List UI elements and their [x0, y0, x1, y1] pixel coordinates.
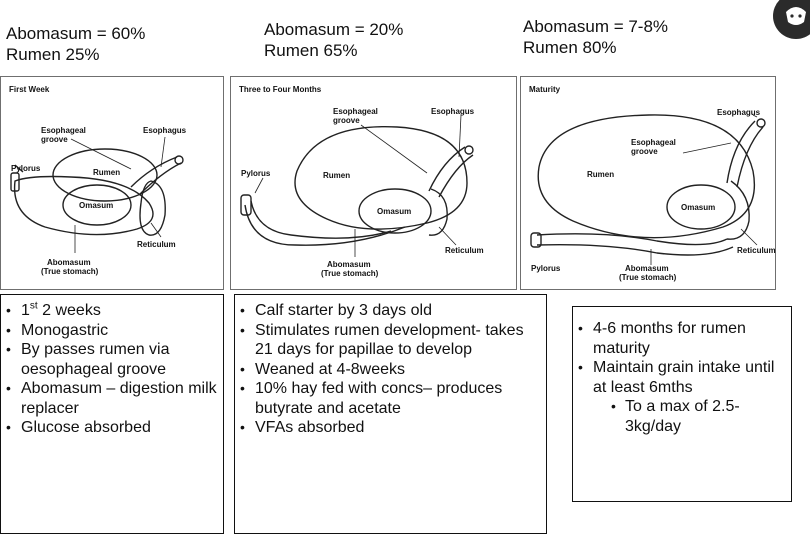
stage1-bullet-4: Abomasum – digestion milk replacer: [1, 379, 219, 418]
stage3-label-rumen: Rumen: [587, 170, 614, 179]
stage3-label-esophageal-groove: Esophageal: [631, 138, 676, 147]
stage3-label-esophagus: Esophagus: [717, 108, 761, 117]
stage2-bullet-list: Calf starter by 3 days old Stimulates ru…: [235, 301, 542, 438]
stage2-diagram-panel: Three to Four Months Esophageal: [230, 76, 517, 290]
stage1-label-esophagus: Esophagus: [143, 126, 187, 135]
stage2-label-abomasum: Abomasum: [327, 260, 371, 269]
stage3-bullet-1: 4-6 months for rumen maturity: [573, 319, 785, 358]
stage2-label-esophageal-groove: Esophageal: [333, 107, 378, 116]
stage2-label-true-stomach: (True stomach): [321, 269, 379, 278]
stage1-label-reticulum: Reticulum: [137, 240, 176, 249]
stage2-panel-title: Three to Four Months: [239, 85, 322, 94]
stage1-label-rumen: Rumen: [93, 168, 120, 177]
stage1-bullet-1-sup: st: [29, 300, 38, 312]
stage3-bullet-2: Maintain grain intake until at least 6mt…: [573, 358, 785, 397]
stage1-diagram-panel: First Week Esophageal groove Esopha: [0, 76, 224, 290]
stage3-panel-title: Maturity: [529, 85, 561, 94]
stage1-bullet-3: By passes rumen via oesophageal groove: [1, 340, 219, 379]
stage1-notes-box: 1st 2 weeks Monogastric By passes rumen …: [0, 294, 224, 534]
stage1-stomach-illustration: Esophageal groove Esophagus Pylorus Rume…: [10, 126, 187, 276]
cow-logo-icon: [773, 0, 810, 39]
stage3-label-true-stomach: (True stomach): [619, 273, 677, 282]
stage3-sub-bullet-1: To a max of 2.5-3kg/day: [573, 397, 785, 436]
stage3-rumen-pct: Rumen 80%: [523, 38, 617, 57]
stage2-abomasum-pct: Abomasum = 20%: [264, 20, 404, 39]
stage2-stomach-illustration: Esophageal groove Esophagus Pylorus Rume…: [240, 107, 484, 278]
stage3-abomasum-pct: Abomasum = 7-8%: [523, 17, 669, 36]
stage1-label-abomasum: Abomasum: [47, 258, 91, 267]
stage1-header: Abomasum = 60% Rumen 25%: [6, 23, 145, 65]
stage2-notes-box: Calf starter by 3 days old Stimulates ru…: [234, 294, 547, 534]
stage2-label-esophageal-groove-2: groove: [333, 116, 360, 125]
stage3-notes-box: 4-6 months for rumen maturity Maintain g…: [572, 306, 792, 502]
stage2-label-reticulum: Reticulum: [445, 246, 484, 255]
stage3-label-abomasum: Abomasum: [625, 264, 669, 273]
stage1-bullet-list: 1st 2 weeks Monogastric By passes rumen …: [1, 301, 219, 438]
stage2-header: Abomasum = 20% Rumen 65%: [264, 19, 403, 61]
stage3-stomach-illustration: Esophagus Esophageal groove Rumen Omasum…: [530, 108, 776, 282]
stage1-label-pylorus: Pylorus: [11, 164, 41, 173]
stage2-rumen-pct: Rumen 65%: [264, 41, 358, 60]
stage3-bullet-list: 4-6 months for rumen maturity Maintain g…: [573, 319, 785, 436]
stage1-abomasum-pct: Abomasum = 60%: [6, 24, 146, 43]
stage1-bullet-1-num: 1: [21, 302, 30, 319]
stage1-panel-title: First Week: [9, 85, 50, 94]
stage2-bullet-2: Stimulates rumen development- takes 21 d…: [235, 321, 542, 360]
stage3-diagram-panel: Maturity Esophagus Esophageal groove R: [520, 76, 776, 290]
stage1-label-true-stomach: (True stomach): [41, 267, 99, 276]
stage1-label-esophageal-groove: Esophageal: [41, 126, 86, 135]
stage1-rumen-pct: Rumen 25%: [6, 45, 100, 64]
stage2-label-rumen: Rumen: [323, 171, 350, 180]
stage2-bullet-3: Weaned at 4-8weeks: [235, 360, 542, 380]
stage1-bullet-5: Glucose absorbed: [1, 418, 219, 438]
stage1-bullet-1-rest: 2 weeks: [37, 302, 101, 319]
stage2-bullet-4: 10% hay fed with concs– produces butyrat…: [235, 379, 542, 418]
stage1-label-omasum: Omasum: [79, 201, 113, 210]
stage2-bullet-1: Calf starter by 3 days old: [235, 301, 542, 321]
stage3-label-reticulum: Reticulum: [737, 246, 776, 255]
stage3-label-omasum: Omasum: [681, 203, 715, 212]
stage2-label-omasum: Omasum: [377, 207, 411, 216]
stage3-label-pylorus: Pylorus: [531, 264, 561, 273]
stage3-header: Abomasum = 7-8% Rumen 80%: [523, 16, 668, 58]
stage1-label-esophageal-groove-2: groove: [41, 135, 68, 144]
stage3-label-esophageal-groove-2: groove: [631, 147, 658, 156]
stage1-bullet-1: 1st 2 weeks: [1, 301, 219, 321]
stage2-bullet-5: VFAs absorbed: [235, 418, 542, 438]
stage2-label-esophagus: Esophagus: [431, 107, 475, 116]
stage2-label-pylorus: Pylorus: [241, 169, 271, 178]
stage1-bullet-2: Monogastric: [1, 321, 219, 341]
